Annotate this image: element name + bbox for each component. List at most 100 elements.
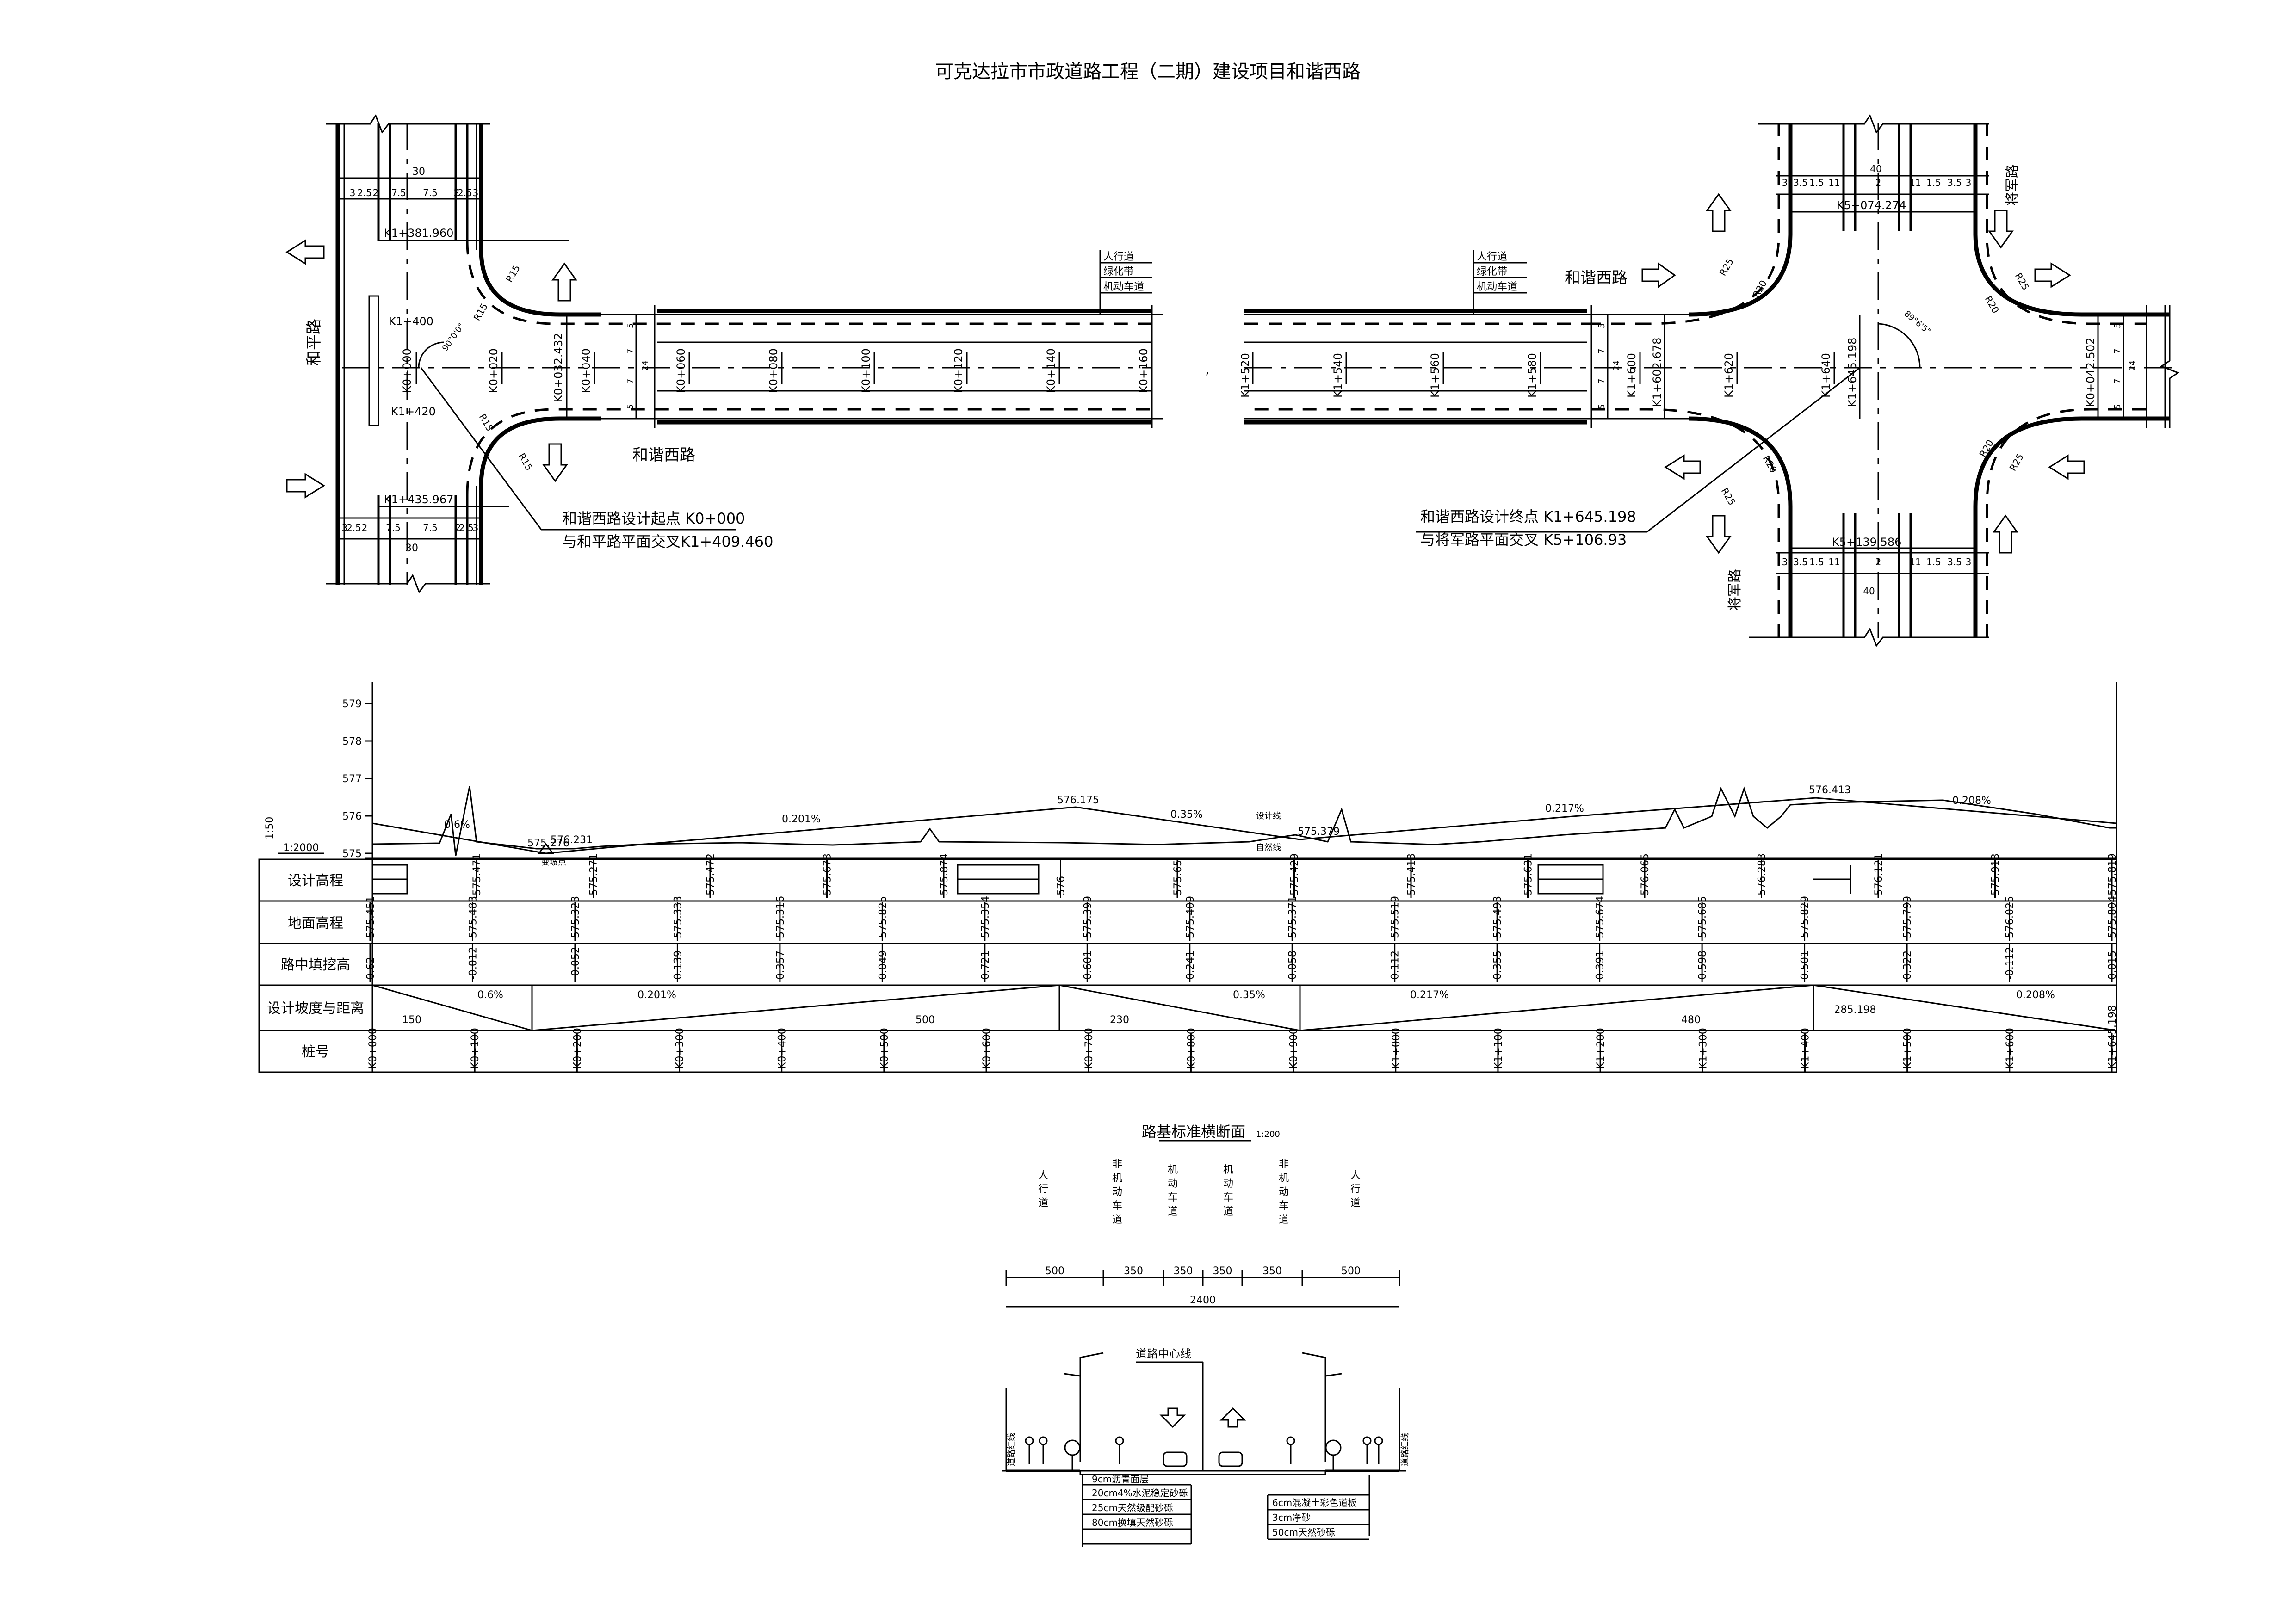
bot-dim-r8: 3.5 <box>1947 556 1962 568</box>
design-line <box>372 797 2117 854</box>
cross-road-name: 和平路 <box>305 319 323 366</box>
road-hexie-left: 5 7 7 5 24 K0+000 K0+020 K0+032.432 K0+0… <box>342 240 1163 550</box>
row-value: 575.471 <box>471 853 483 895</box>
bot-dim-1: 3 <box>342 522 348 533</box>
scale-horizontal: 1:2000 <box>283 842 319 854</box>
row-value: -0.112 <box>2005 947 2016 980</box>
grade-label-1: 0.6% <box>444 819 470 831</box>
bot-total-r: 40 <box>1863 586 1875 597</box>
width-r3: 7 <box>1597 379 1607 384</box>
bot-dim-4: 7.5 <box>386 522 401 533</box>
row-value: 0.049 <box>877 950 889 980</box>
row-value: 0.598 <box>1697 950 1708 980</box>
grade-4-len: 480 <box>1681 1014 1701 1026</box>
row-value: 575.673 <box>822 853 834 895</box>
radius-label-4: R15 <box>516 451 535 473</box>
width-r2: 7 <box>1597 349 1607 354</box>
top-dim-8: 3 <box>473 187 479 198</box>
plan-left: 30 3 2.5 2 7.5 7.5 2 2.5 3 3 2.5 2 7.5 7… <box>285 114 1163 594</box>
radius-r3: R25 <box>2013 271 2031 292</box>
row-value: 575.316 <box>775 896 786 938</box>
legend-3: 机动车道 <box>1103 281 1144 293</box>
arrow-r2-icon <box>1706 193 1732 232</box>
station-8: K0+120 <box>952 348 965 393</box>
station-r3: K1+560 <box>1429 353 1442 398</box>
arrow-r5-icon <box>1664 454 1701 480</box>
grade-label-2: 0.201% <box>782 814 821 825</box>
row-value: K1+400 <box>1800 1028 1811 1069</box>
down-arrow-icon <box>1159 1407 1186 1428</box>
layer-right-2: 3cm净砂 <box>1272 1512 1311 1523</box>
width-total-r: 24 <box>1612 360 1621 371</box>
width-dim-3: 7 <box>625 379 635 384</box>
radius-label-1: R15 <box>504 263 522 284</box>
width-r8: 5 <box>2113 404 2123 409</box>
bot-dim-r5: 2 <box>1875 556 1881 568</box>
radius-r7: R25 <box>2007 451 2026 473</box>
row-value: 575.685 <box>1697 896 1708 938</box>
width-r5: 5 <box>2113 323 2123 328</box>
row-value: 575.451 <box>365 896 377 938</box>
row-value: 575.409 <box>1185 896 1196 938</box>
width-total: 24 <box>640 360 650 371</box>
station-r9: K1+645.198 <box>1846 338 1859 407</box>
radius-label-3: R15 <box>477 412 495 433</box>
row-header-3: 路中填挖高 <box>281 957 350 973</box>
row-value: 576 <box>1056 876 1067 895</box>
cross-road-name-r2: 将军路 <box>1727 569 1743 611</box>
row-value: 575.819 <box>2107 853 2118 895</box>
width-r1: 5 <box>1597 323 1607 328</box>
row-value: K0+600 <box>981 1028 993 1069</box>
row-value: 575.493 <box>1492 896 1504 938</box>
radius-label-2: R15 <box>471 301 490 322</box>
row-value: 575.825 <box>877 896 889 938</box>
vc-label-5: 576.413 <box>1809 784 1851 796</box>
top-dim-7: 2.5 <box>458 187 472 198</box>
y-tick-label: 578 <box>342 736 362 747</box>
row-value: 576.025 <box>2005 896 2016 938</box>
legend-r2: 绿化带 <box>1477 266 1507 278</box>
top-dim-r1: 3 <box>1782 177 1788 188</box>
angle-label: 90°0'0" <box>440 321 466 353</box>
road-name: 和谐西路 <box>632 446 695 464</box>
station-7: K0+100 <box>860 348 873 393</box>
top-dim-r4: 11 <box>1828 177 1840 188</box>
arrow-down-icon <box>542 443 568 482</box>
row-value: K0+700 <box>1083 1028 1095 1069</box>
red-line-left: 道路红线 <box>1007 1433 1016 1466</box>
vc-label-3: 576.175 <box>1057 795 1099 806</box>
grade-4: 0.217% <box>1410 989 1449 1001</box>
bot-dim-5: 7.5 <box>423 522 438 533</box>
cross-station-4: K1+435.967 <box>384 493 453 506</box>
row-value: 576.065 <box>1640 853 1651 895</box>
lane-label: 非机动车道 <box>1112 1159 1122 1226</box>
up-arrow-icon <box>1219 1407 1246 1428</box>
legend-2: 绿化带 <box>1103 266 1134 278</box>
width-dim-4: 5 <box>625 404 635 409</box>
road-name-r: 和谐西路 <box>1565 269 1628 287</box>
station-r10: K0+042.502 <box>2084 338 2097 407</box>
cross-road-heping: 30 3 2.5 2 7.5 7.5 2 2.5 3 3 2.5 2 7.5 7… <box>285 114 569 594</box>
top-total-r: 40 <box>1870 163 1881 174</box>
row-value: 0.058 <box>1287 950 1299 980</box>
grade-2-len: 500 <box>916 1014 935 1026</box>
legend-1: 人行道 <box>1103 251 1134 263</box>
station-r5: K1+600 <box>1625 353 1638 398</box>
radius-r4: R20 <box>1983 294 2001 315</box>
top-dim-r5: 2 <box>1875 177 1881 188</box>
row-value: 0.015 <box>2107 950 2118 980</box>
row-value: 0.721 <box>980 950 991 980</box>
top-dim-5: 7.5 <box>423 187 438 198</box>
bot-dim-8: 3 <box>473 522 479 533</box>
arrow-r1-icon <box>1641 262 1676 288</box>
row-value: 575.519 <box>1390 896 1401 938</box>
arrow-left-icon <box>285 239 325 265</box>
dim-label: 350 <box>1262 1265 1282 1277</box>
row-value: K1+000 <box>1391 1028 1402 1069</box>
arrow-r8-icon <box>2048 454 2085 480</box>
